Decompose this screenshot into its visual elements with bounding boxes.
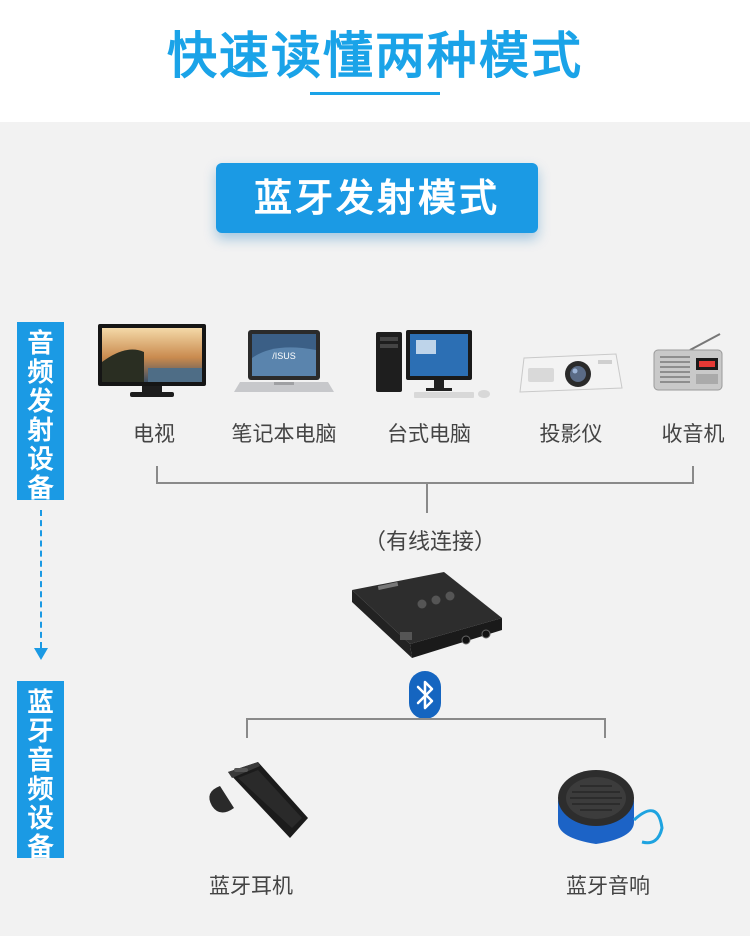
bluetooth-icon xyxy=(409,671,441,719)
side-label-char: 射 xyxy=(27,416,54,446)
device-label-speaker: 蓝牙音响 xyxy=(566,874,650,898)
side-label-char: 设 xyxy=(27,445,54,475)
wired-connection-label: （有线连接） xyxy=(363,530,496,555)
bluetooth-headset-icon xyxy=(209,762,308,838)
side-label-char: 频 xyxy=(27,358,54,388)
laptop-icon: /ISUS xyxy=(234,330,334,392)
device-label-laptop: 笔记本电脑 xyxy=(231,422,337,446)
device-label-radio: 收音机 xyxy=(661,422,725,446)
source-devices-side-label: 音 频 发 射 设 备 xyxy=(17,322,64,504)
radio-icon xyxy=(653,333,723,391)
side-label-char: 音 xyxy=(27,329,54,359)
svg-text:/ISUS: /ISUS xyxy=(272,351,296,361)
flow-dashed-line xyxy=(40,510,42,648)
title-underline xyxy=(310,92,440,95)
side-label-char: 设 xyxy=(27,804,54,834)
bracket-connector xyxy=(426,483,428,513)
page-title: 快速读懂两种模式 xyxy=(167,27,583,85)
device-label-projector: 投影仪 xyxy=(539,422,603,446)
side-label-char: 备 xyxy=(27,833,54,863)
bluetooth-devices-bracket xyxy=(246,718,606,738)
side-label-char: 频 xyxy=(27,775,54,805)
side-label-char: 音 xyxy=(27,746,54,776)
header-band: 快速读懂两种模式 xyxy=(0,0,750,122)
tv-icon xyxy=(98,324,206,397)
device-label-desktop: 台式电脑 xyxy=(387,422,471,446)
side-label-char: 备 xyxy=(27,474,54,504)
side-label-char: 发 xyxy=(27,387,54,417)
desktop-computer-icon xyxy=(376,330,490,398)
side-label-char: 蓝 xyxy=(27,688,54,718)
device-label-headset: 蓝牙耳机 xyxy=(209,874,293,898)
flow-arrow-icon xyxy=(34,648,48,660)
device-label-tv: 电视 xyxy=(133,422,175,446)
bluetooth-transmitter-icon xyxy=(352,572,502,658)
source-devices-bracket xyxy=(156,466,694,484)
mode-badge: 蓝牙发射模式 xyxy=(216,163,538,233)
bluetooth-speaker-icon xyxy=(558,770,664,845)
side-label-char: 牙 xyxy=(27,717,54,747)
projector-icon xyxy=(519,353,623,393)
bluetooth-devices-side-label: 蓝 牙 音 频 设 备 xyxy=(17,681,64,863)
